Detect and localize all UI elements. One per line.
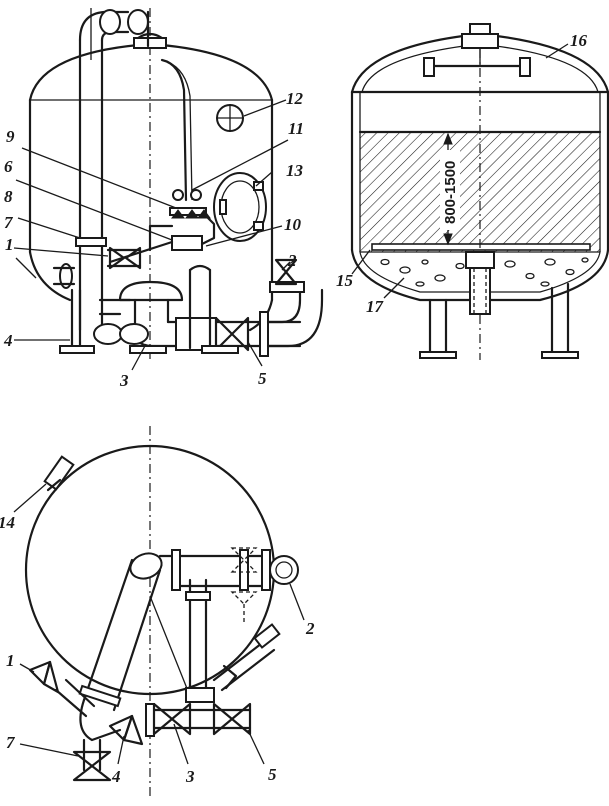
plan-callout-5: 5: [268, 765, 277, 784]
section-legs: [419, 282, 579, 359]
plan-callout-7: 7: [6, 733, 16, 752]
front-view: 1 2 3 4 5 6 7 8 9 10 11 12 13: [3, 8, 324, 390]
section-view: 800-1500 16 15 17: [336, 23, 609, 360]
front-callout-12: 12: [286, 89, 304, 108]
plan-view: 14 1 7 4 3 5 2: [0, 426, 315, 800]
front-callout-13: 13: [286, 161, 304, 180]
plan-inlet-1: [28, 660, 96, 718]
front-callout-7: 7: [4, 213, 14, 232]
sampling-tube: [160, 58, 193, 202]
plan-diagonal-pipe: [78, 552, 191, 742]
side-manhole: [213, 172, 267, 242]
plan-callout-4: 4: [111, 767, 121, 786]
plan-bottom-manifold: [145, 687, 252, 737]
front-callout-1: 1: [5, 235, 14, 254]
vent-pipe: [75, 8, 150, 332]
support-legs: [59, 288, 239, 354]
front-callout-4: 4: [3, 331, 13, 350]
front-callout-5: 5: [258, 369, 267, 388]
plan-valve-7: [72, 738, 112, 782]
front-callout-3: 3: [119, 371, 129, 390]
height-dimension: 800-1500: [440, 132, 460, 246]
section-callout-16: 16: [570, 31, 588, 50]
plan-callout-14: 14: [0, 513, 15, 532]
plan-leaders: [13, 483, 305, 765]
section-top-nozzle: [423, 23, 532, 77]
plan-valve-4: [108, 714, 144, 746]
front-callout-9: 9: [6, 127, 15, 146]
front-callout-10: 10: [284, 215, 302, 234]
section-callout-17: 17: [366, 297, 385, 316]
plan-callout-3: 3: [185, 767, 195, 786]
instrument-box: [108, 216, 216, 264]
height-dimension-label: 800-1500: [442, 161, 459, 224]
front-callout-11: 11: [288, 119, 304, 138]
sight-glass-upper: [216, 104, 244, 132]
plan-callout-1: 1: [6, 651, 15, 670]
plan-nozzle-14: [43, 455, 75, 492]
pressure-gauges: [169, 189, 211, 219]
inlet-flange: [52, 263, 76, 289]
front-callout-6: 6: [4, 157, 13, 176]
section-bottom-outlet: [465, 251, 495, 315]
plan-tank-circle: [24, 426, 276, 800]
section-callout-15: 15: [336, 271, 354, 290]
plan-top-manifold: [158, 547, 299, 622]
front-leaders: [13, 99, 291, 371]
plan-callout-2: 2: [305, 619, 315, 638]
front-callout-2: 2: [287, 251, 297, 270]
section-leaders: [351, 43, 569, 299]
plan-side-valve: [212, 623, 281, 692]
plan-riser: [185, 578, 211, 702]
drainage-plate: [371, 243, 591, 251]
front-callout-8: 8: [4, 187, 13, 206]
side-valve: [106, 246, 142, 270]
bottom-manifold: [93, 258, 324, 357]
top-nozzle: [133, 32, 167, 49]
